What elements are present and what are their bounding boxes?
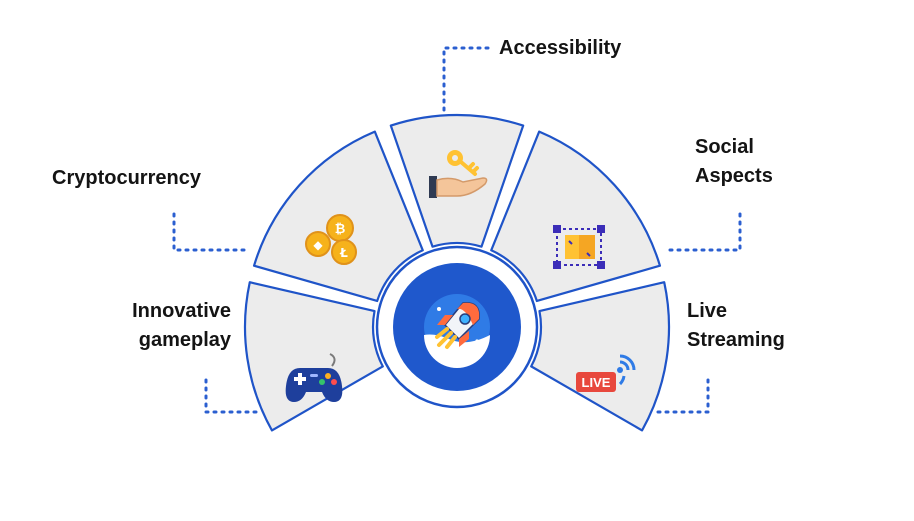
svg-text:₿: ₿ — [335, 222, 346, 237]
label-social-aspects: Social Aspects — [695, 136, 773, 187]
connector-social-aspects — [668, 212, 742, 252]
label-cryptocurrency: Cryptocurrency — [52, 167, 201, 189]
coins-icon: ₿ ◆ Ł — [305, 214, 357, 265]
segment-innovative-gameplay — [243, 281, 384, 432]
connector-live-streaming — [650, 378, 710, 414]
connector-innovative-gameplay — [204, 378, 264, 414]
connector-accessibility — [442, 46, 490, 120]
live-broadcast-icon: LIVE — [576, 354, 636, 392]
segment-live-streaming — [530, 281, 671, 432]
label-innovative-gameplay: Innovative gameplay — [132, 300, 231, 351]
label-live-streaming: Live Streaming — [687, 300, 785, 351]
connector-cryptocurrency — [172, 212, 246, 252]
segment-social-aspects — [490, 130, 662, 303]
svg-text:◆: ◆ — [313, 238, 323, 252]
rocket-icon — [424, 294, 490, 368]
gamepad-icon — [285, 353, 343, 402]
live-badge-text: LIVE — [582, 375, 611, 390]
svg-text:Ł: Ł — [339, 246, 348, 260]
key-hand-icon — [429, 150, 488, 198]
label-accessibility: Accessibility — [499, 37, 622, 59]
selection-frame-icon — [553, 225, 605, 269]
